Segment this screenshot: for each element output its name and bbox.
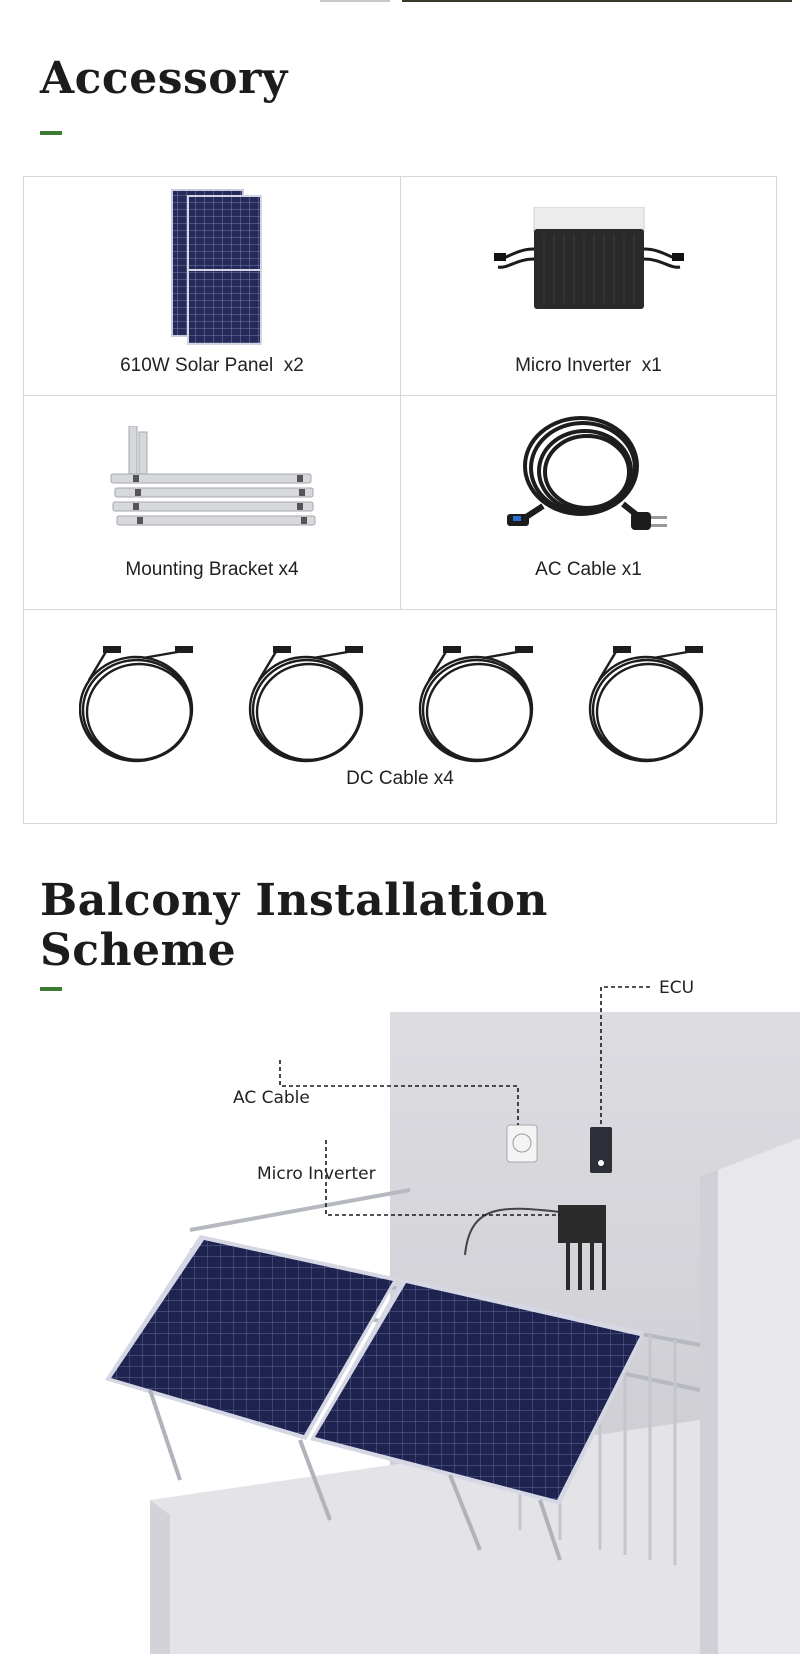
accessory-heading: Accessory	[40, 53, 288, 104]
ac-cable-image	[507, 416, 667, 530]
accessory-item-mounting-bracket: Mounting Bracket x4	[24, 396, 400, 609]
dc-cable-label: DC Cable x4	[346, 768, 454, 789]
callout-ecu: ECU	[659, 978, 695, 998]
ac-cable-label: AC Cable x1	[535, 559, 642, 580]
accessory-item-dc-cable: DC Cable x4	[24, 610, 776, 823]
top-image-edge	[0, 0, 800, 2]
accessory-item-solar-panel: 610W Solar Panel x2	[24, 177, 400, 395]
installation-scene	[105, 986, 800, 1654]
grid-divider-row1	[24, 395, 776, 396]
accessory-grid: 610W Solar Panel x2 Micro Inverter x1	[23, 176, 777, 824]
grid-divider-row2	[24, 609, 776, 610]
accessory-item-ac-cable: AC Cable x1	[401, 396, 776, 609]
micro-inverter-image	[494, 207, 684, 309]
installation-accent-bar	[40, 987, 62, 991]
accessory-accent-bar	[40, 131, 62, 135]
mounting-bracket-image	[110, 426, 316, 526]
callout-micro-inverter: Micro Inverter	[257, 1164, 376, 1184]
installation-heading: Balcony Installation Scheme	[40, 875, 548, 976]
accessory-item-micro-inverter: Micro Inverter x1	[401, 177, 776, 395]
micro-inverter-label: Micro Inverter x1	[515, 355, 662, 376]
solar-panel-label: 610W Solar Panel x2	[120, 355, 304, 376]
callout-ac-cable: AC Cable	[233, 1088, 310, 1108]
dc-cable-image	[79, 646, 704, 763]
solar-panel-image	[171, 189, 262, 345]
grid-divider-vertical	[400, 177, 401, 609]
mounting-bracket-label: Mounting Bracket x4	[125, 559, 299, 580]
